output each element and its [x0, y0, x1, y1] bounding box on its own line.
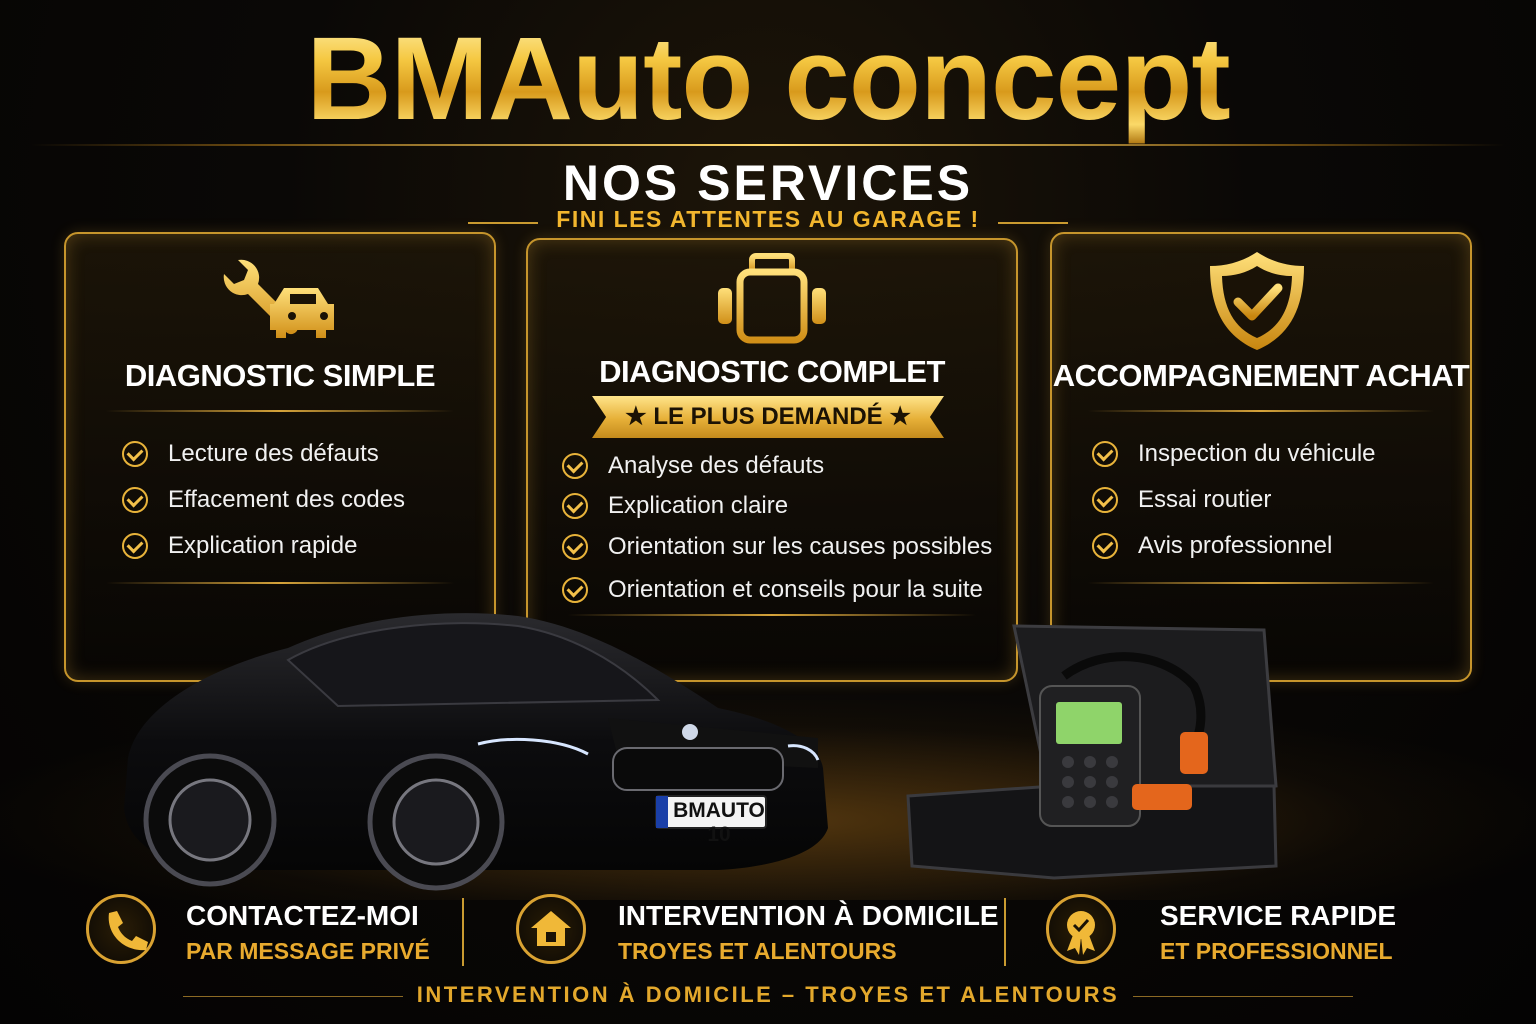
separator	[462, 898, 464, 966]
contact-title: CONTACTEZ-MOI	[186, 900, 419, 931]
list-item: Avis professionnel	[1092, 532, 1332, 560]
footer-text: INTERVENTION À DOMICILE – TROYES ET ALEN…	[416, 982, 1120, 1007]
check-icon	[1092, 487, 1118, 513]
license-plate: BMAUTO 10	[673, 799, 765, 846]
check-icon	[122, 533, 148, 559]
service-sub: ET PROFESSIONNEL	[1160, 938, 1393, 964]
shield-check-icon	[1210, 252, 1304, 350]
check-icon	[562, 577, 588, 603]
card-title: DIAGNOSTIC SIMPLE	[124, 358, 436, 393]
list-item: Analyse des défauts	[562, 452, 824, 480]
most-requested-badge: ★ LE PLUS DEMANDÉ ★	[592, 396, 944, 438]
header-divider	[30, 144, 1506, 146]
list-item: Orientation sur les causes possibles	[562, 533, 992, 561]
tagline-rule-right	[998, 221, 1069, 224]
check-icon	[122, 487, 148, 513]
service-title: SERVICE RAPIDE	[1160, 900, 1396, 931]
card-divider	[1088, 582, 1434, 584]
list-item: Orientation et conseils pour la suite	[562, 576, 983, 604]
card-diagnostic-complet: DIAGNOSTIC COMPLET Analyse des défauts E…	[526, 238, 1018, 682]
contact-bar: CONTACTEZ-MOI PAR MESSAGE PRIVÉ INTERVEN…	[0, 888, 1536, 978]
check-icon	[562, 534, 588, 560]
separator	[1004, 898, 1006, 966]
card-diagnostic-simple: DIAGNOSTIC SIMPLE Lecture des défauts Ef…	[64, 232, 496, 682]
list-item: Essai routier	[1092, 486, 1271, 514]
check-icon	[562, 493, 588, 519]
intervention-sub: TROYES ET ALENTOURS	[618, 938, 897, 964]
intervention-title: INTERVENTION À DOMICILE	[618, 900, 999, 931]
card-divider	[106, 410, 454, 412]
card-accompagnement-achat: ACCOMPAGNEMENT ACHAT Inspection du véhic…	[1050, 232, 1472, 682]
services-title: NOS SERVICES	[562, 155, 974, 211]
check-icon	[1092, 533, 1118, 559]
card-divider	[1088, 410, 1434, 412]
phone-icon[interactable]	[86, 894, 156, 964]
brand-title: BMAuto concept	[0, 14, 1536, 144]
list-item: Explication rapide	[122, 532, 357, 560]
house-icon	[516, 894, 586, 964]
tagline-row: FINI LES ATTENTES AU GARAGE !	[0, 206, 1536, 233]
tagline: FINI LES ATTENTES AU GARAGE !	[556, 206, 980, 232]
card-divider	[106, 582, 454, 584]
car-image	[124, 613, 828, 891]
award-icon	[1046, 894, 1116, 964]
list-item: Effacement des codes	[122, 486, 405, 514]
list-item: Explication claire	[562, 492, 788, 520]
footer-rule-right	[1133, 995, 1354, 997]
wrench-car-icon	[223, 259, 334, 338]
card-title: ACCOMPAGNEMENT ACHAT	[1052, 358, 1470, 393]
obd-connector-icon	[718, 253, 826, 344]
contact-sub: PAR MESSAGE PRIVÉ	[186, 938, 430, 964]
card-title: DIAGNOSTIC COMPLET	[599, 354, 945, 389]
list-item: Inspection du véhicule	[1092, 440, 1376, 468]
footer-rule-left	[182, 995, 403, 997]
card-divider	[568, 614, 976, 616]
footer-row: INTERVENTION À DOMICILE – TROYES ET ALEN…	[0, 982, 1536, 1008]
check-icon	[122, 441, 148, 467]
tagline-rule-left	[467, 221, 538, 224]
check-icon	[1092, 441, 1118, 467]
diagnostic-tool-case-image	[906, 624, 1278, 880]
list-item: Lecture des défauts	[122, 440, 379, 468]
check-icon	[562, 453, 588, 479]
